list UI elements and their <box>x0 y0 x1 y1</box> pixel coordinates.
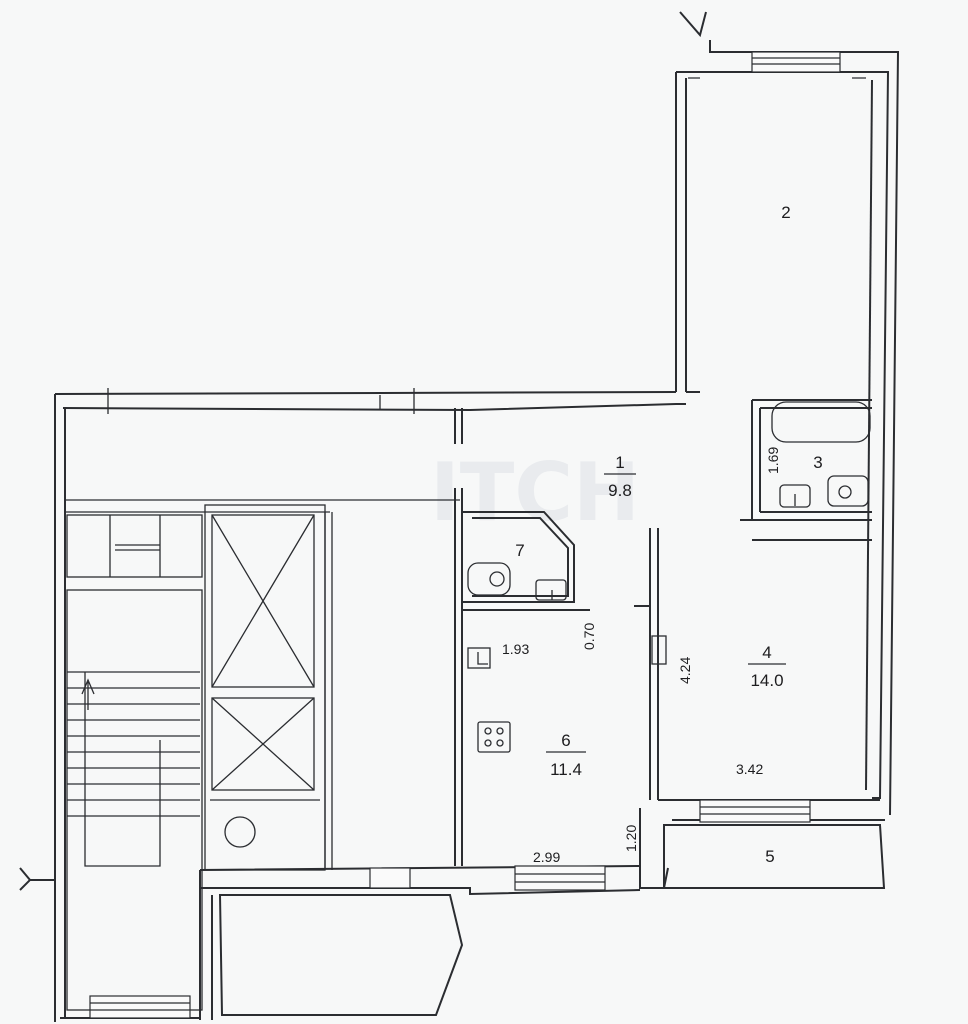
dim-kitchen-width: 2.99 <box>533 849 560 865</box>
dim-bath-height: 1.69 <box>765 447 781 474</box>
room-5-number: 5 <box>765 847 774 866</box>
watermark: ITCH <box>430 446 640 539</box>
room-1-number: 1 <box>615 453 624 472</box>
windows <box>89 51 866 1019</box>
room-labels: 1 9.8 2 3 4 14.0 5 6 11.4 7 <box>515 203 822 866</box>
room-7-number: 7 <box>515 541 524 560</box>
room-6-number: 6 <box>561 731 570 750</box>
room-3-number: 3 <box>813 453 822 472</box>
dim-wc-depth: 0.70 <box>581 623 597 650</box>
dim-room4-width: 3.42 <box>736 761 763 777</box>
outer-walls <box>19 11 900 1022</box>
stairwell <box>65 499 460 1011</box>
dimension-labels: 1.69 1.93 0.70 4.24 3.42 1.20 2.99 <box>502 447 781 865</box>
room-2-number: 2 <box>781 203 790 222</box>
dim-kitchen-depth: 1.20 <box>623 825 639 852</box>
room-4-number: 4 <box>762 643 771 662</box>
room-6-area: 11.4 <box>550 760 582 779</box>
room-4-area: 14.0 <box>750 671 783 690</box>
dim-wc-width: 1.93 <box>502 641 529 657</box>
room-1-area: 9.8 <box>608 481 632 500</box>
dim-room4-depth: 4.24 <box>677 657 693 684</box>
